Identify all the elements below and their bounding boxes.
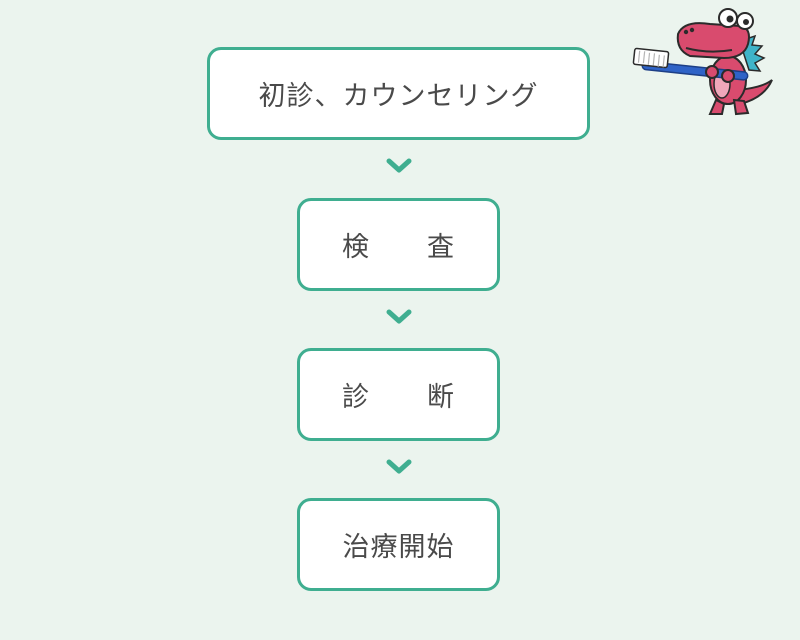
step-first-visit: 初診、カウンセリング	[207, 47, 590, 140]
step-diagnosis: 診 断	[297, 348, 500, 441]
chevron-down-icon	[386, 309, 412, 324]
step-examination-char-1: 検	[342, 232, 370, 263]
step-examination: 検 査	[297, 198, 500, 291]
step-treatment-start: 治療開始	[297, 498, 500, 591]
crocodile-toothbrush-mascot-icon	[632, 8, 773, 116]
step-treatment-start-label: 治療開始	[342, 532, 455, 563]
chevron-down-icon	[386, 158, 412, 173]
step-diagnosis-char-2: 断	[427, 382, 455, 413]
step-first-visit-label: 初診、カウンセリング	[258, 81, 539, 112]
chevron-down-icon	[386, 459, 412, 474]
step-examination-char-2: 査	[427, 232, 455, 263]
step-diagnosis-char-1: 診	[342, 382, 370, 413]
